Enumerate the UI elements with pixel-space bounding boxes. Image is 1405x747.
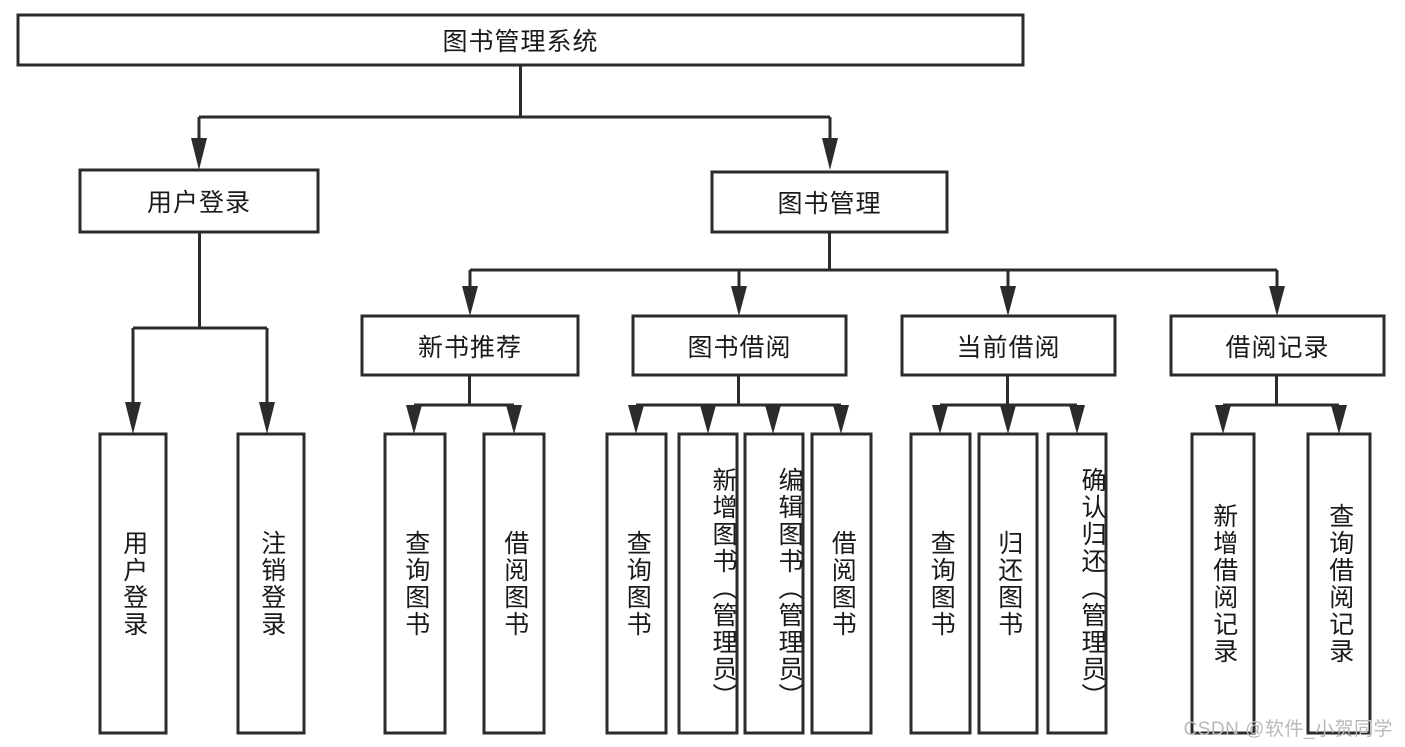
node-leaf-query-book-1[interactable] bbox=[383, 432, 447, 735]
node-new-book-recommend[interactable] bbox=[360, 314, 580, 377]
node-leaf-edit-book[interactable] bbox=[743, 432, 805, 735]
arrow-head-current-borrow bbox=[1000, 286, 1016, 316]
arrow-head-new-book-recommend bbox=[462, 286, 478, 316]
connector-layer bbox=[125, 65, 1347, 434]
node-book-borrow[interactable] bbox=[631, 314, 848, 377]
node-leaf-user-login[interactable] bbox=[98, 432, 168, 735]
node-current-borrow[interactable] bbox=[900, 314, 1117, 377]
node-leaf-borrow-book-1[interactable] bbox=[482, 432, 546, 735]
arrow-head-user-login bbox=[191, 138, 207, 170]
node-leaf-confirm-return[interactable] bbox=[1046, 432, 1108, 735]
arrow-head-leaf-add-book bbox=[700, 405, 716, 434]
arrow-head-leaf-query-book-3 bbox=[932, 405, 948, 434]
arrow-head-book-management bbox=[822, 138, 838, 170]
node-leaf-return-book[interactable] bbox=[977, 432, 1039, 735]
node-leaf-query-book-2[interactable] bbox=[605, 432, 668, 735]
arrow-head-leaf-user-login bbox=[125, 402, 141, 434]
node-layer bbox=[16, 13, 1386, 735]
node-borrow-record[interactable] bbox=[1169, 314, 1386, 377]
node-leaf-borrow-book-2[interactable] bbox=[810, 432, 873, 735]
node-book-management[interactable] bbox=[710, 170, 949, 234]
arrow-head-leaf-logout-login bbox=[259, 402, 275, 434]
node-root[interactable] bbox=[16, 13, 1025, 67]
arrow-head-leaf-borrow-book-2 bbox=[833, 405, 849, 434]
arrow-head-leaf-return-book bbox=[1000, 405, 1016, 434]
arrow-head-leaf-add-record bbox=[1215, 405, 1231, 434]
node-leaf-add-record[interactable] bbox=[1190, 432, 1256, 735]
node-leaf-add-book[interactable] bbox=[677, 432, 739, 735]
node-leaf-query-book-3[interactable] bbox=[909, 432, 972, 735]
arrow-head-leaf-query-record bbox=[1331, 405, 1347, 434]
arrow-head-book-borrow bbox=[731, 286, 747, 316]
watermark-text: CSDN @软件_小贺同学 bbox=[1183, 719, 1393, 740]
arrow-head-borrow-record bbox=[1269, 286, 1285, 316]
arrow-head-leaf-edit-book bbox=[765, 405, 781, 434]
arrow-head-leaf-borrow-book-1 bbox=[506, 405, 522, 434]
node-user-login[interactable] bbox=[78, 168, 320, 234]
arrow-head-leaf-confirm-return bbox=[1069, 405, 1085, 434]
arrow-head-leaf-query-book-1 bbox=[406, 405, 422, 434]
node-leaf-logout-login[interactable] bbox=[236, 432, 306, 735]
node-leaf-query-record[interactable] bbox=[1306, 432, 1372, 735]
arrow-head-leaf-query-book-2 bbox=[628, 405, 644, 434]
